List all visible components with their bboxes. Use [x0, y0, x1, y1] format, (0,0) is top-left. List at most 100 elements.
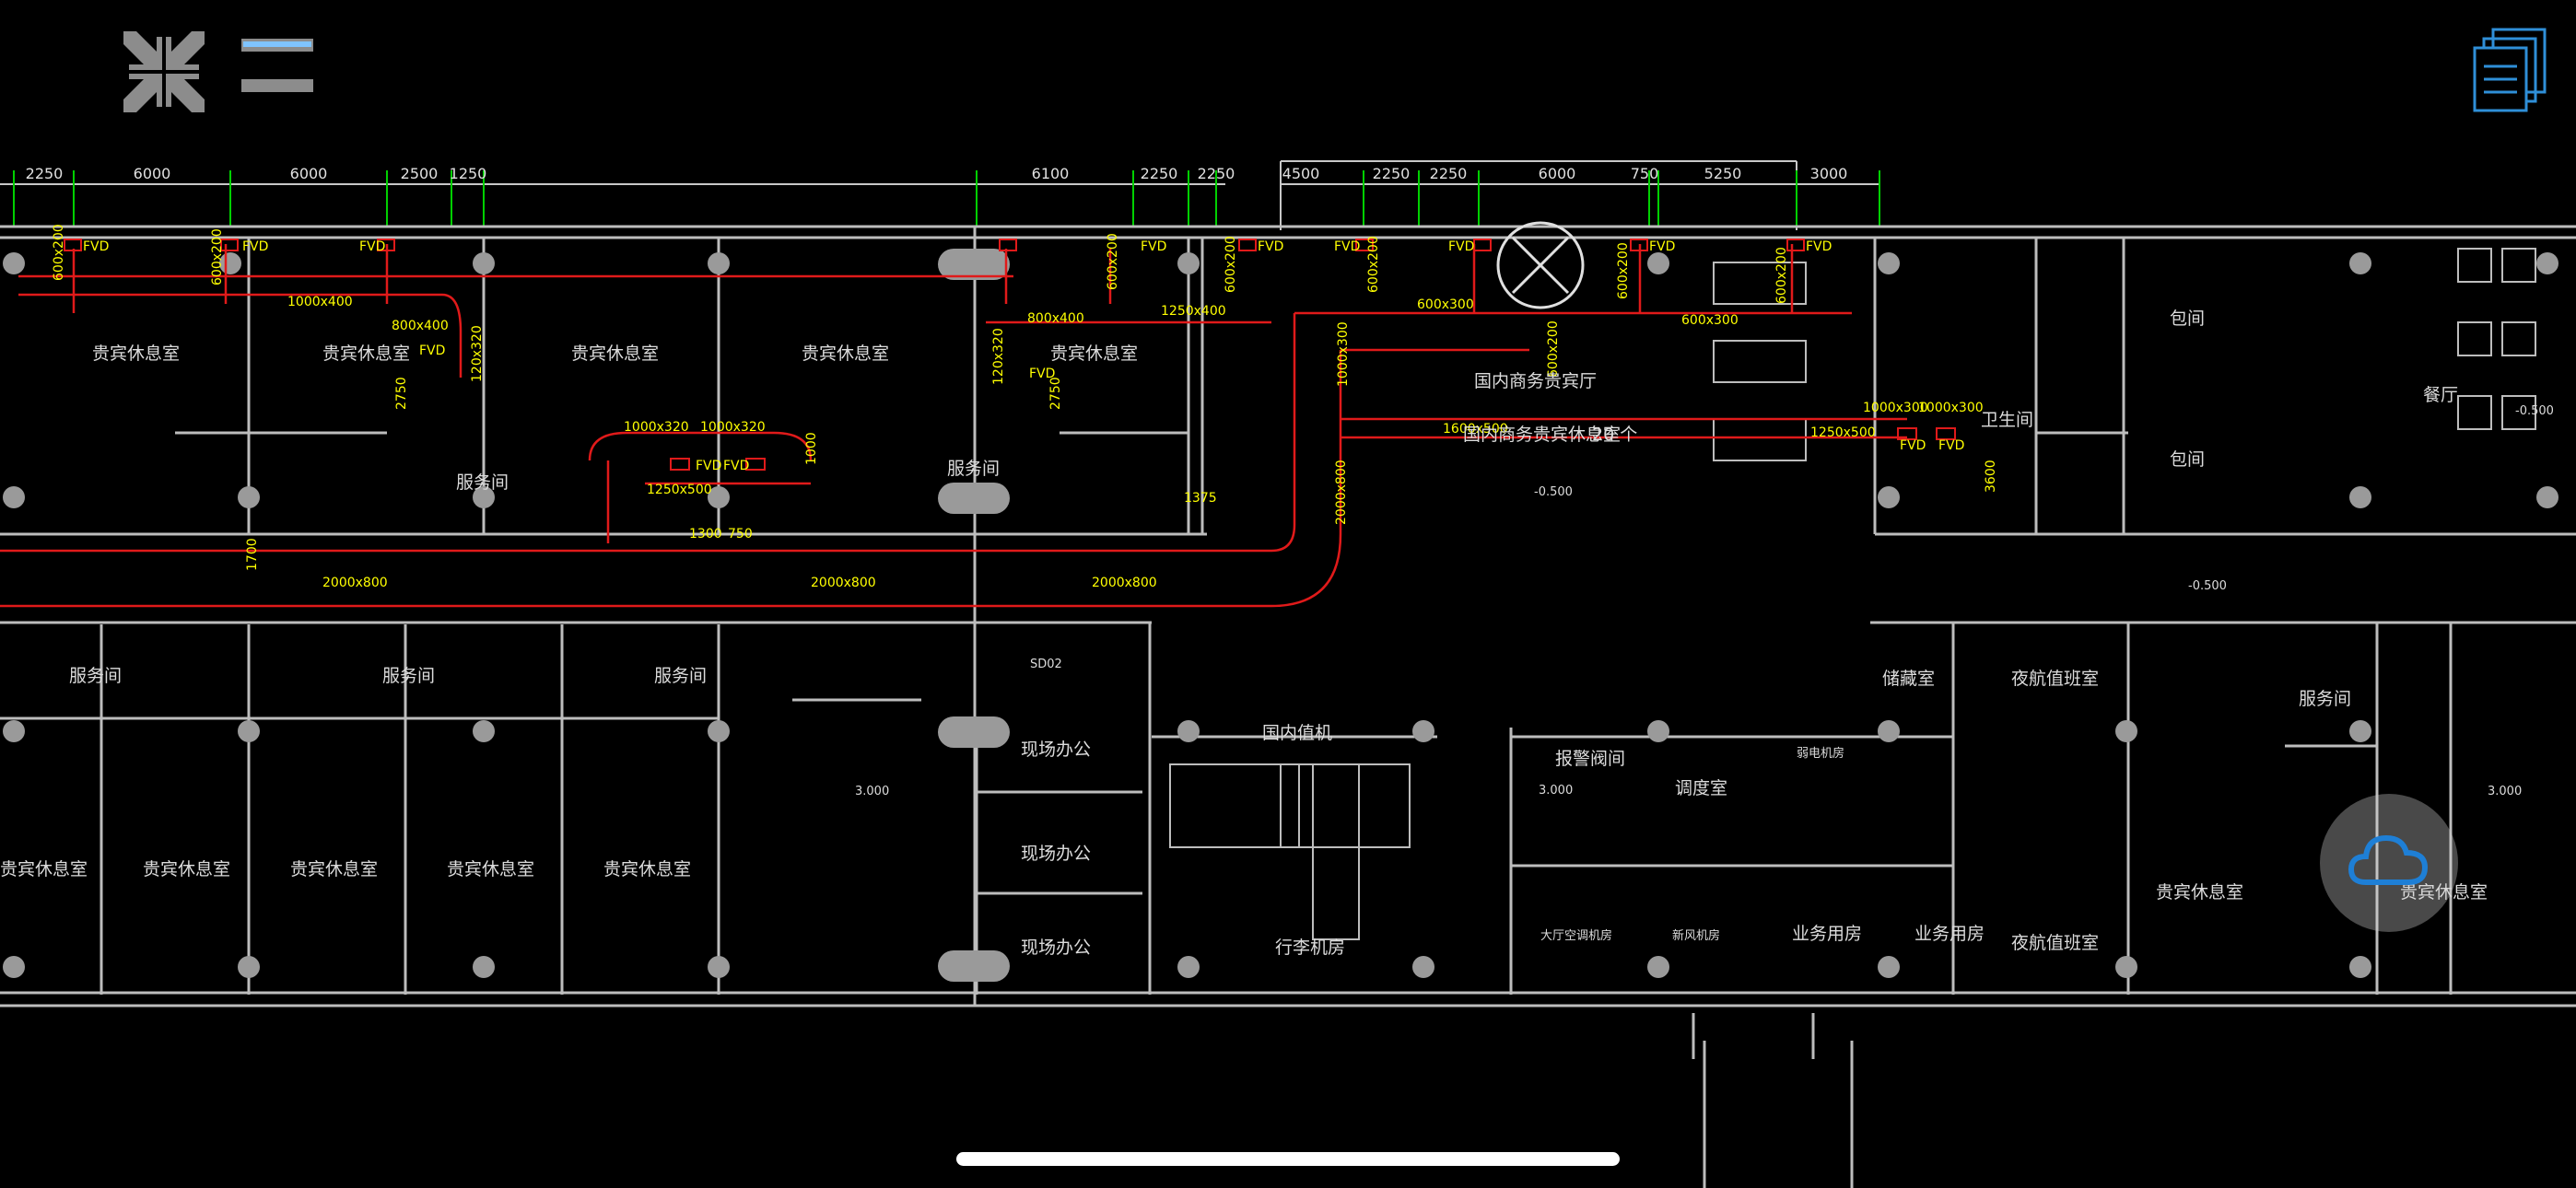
svg-text:贵宾休息室: 贵宾休息室: [2156, 882, 2243, 903]
svg-text:储藏室: 储藏室: [1882, 669, 1935, 689]
svg-text:FVD: FVD: [1938, 438, 1964, 453]
svg-text:600x200: 600x200: [1616, 242, 1631, 299]
dimension-label: 2500: [401, 165, 439, 182]
svg-text:FVD: FVD: [1258, 239, 1283, 254]
svg-text:调度室: 调度室: [1675, 778, 1727, 798]
svg-text:3.000: 3.000: [1539, 784, 1573, 798]
svg-text:2750: 2750: [1048, 377, 1063, 410]
svg-text:贵宾休息室: 贵宾休息室: [0, 859, 88, 879]
svg-text:3.000: 3.000: [2488, 785, 2522, 798]
exit-fullscreen-button[interactable]: [118, 26, 210, 118]
svg-text:弱电机房: 弱电机房: [1797, 746, 1844, 761]
dimension-label: 3000: [1810, 165, 1848, 182]
svg-text:1000x300: 1000x300: [1336, 321, 1351, 387]
svg-text:大厅空调机房: 大厅空调机房: [1540, 928, 1612, 943]
svg-text:3.000: 3.000: [855, 785, 889, 798]
fvd-label: FVD: [83, 239, 109, 254]
cloud-sync-button[interactable]: [2320, 794, 2458, 932]
duct-size-main: 2000x800: [322, 576, 388, 590]
svg-text:-0.500: -0.500: [1534, 485, 1573, 499]
svg-text:贵宾休息室: 贵宾休息室: [571, 344, 659, 364]
dimension-label: 5250: [1704, 165, 1742, 182]
dimension-label: 2250: [1373, 165, 1411, 182]
svg-text:包间: 包间: [2170, 449, 2205, 470]
svg-text:夜航值班室: 夜航值班室: [2011, 669, 2099, 689]
svg-text:600x300: 600x300: [1681, 313, 1739, 328]
restaurant-tables: [1169, 248, 2536, 940]
svg-text:600x300: 600x300: [1417, 297, 1474, 312]
svg-text:FVD: FVD: [1029, 367, 1055, 381]
svg-text:FVD: FVD: [359, 239, 385, 254]
documents-button[interactable]: [2469, 26, 2552, 114]
dimension-label: 2250: [1198, 165, 1235, 182]
svg-text:1250x500: 1250x500: [647, 483, 712, 497]
svg-text:服务间: 服务间: [69, 666, 122, 686]
svg-text:国内商务贵宾厅: 国内商务贵宾厅: [1474, 371, 1597, 391]
svg-text:夜航值班室: 夜航值班室: [2011, 933, 2099, 953]
svg-text:贵宾休息室: 贵宾休息室: [1050, 344, 1138, 364]
svg-text:3600: 3600: [1984, 460, 1998, 493]
room-label: 贵宾休息室: [92, 344, 180, 364]
svg-text:贵宾休息室: 贵宾休息室: [2400, 882, 2488, 903]
svg-text:2000x800: 2000x800: [811, 576, 876, 590]
structural-columns: [3, 249, 2558, 982]
svg-text:国内商务贵宾休息室: 国内商务贵宾休息室: [1463, 425, 1621, 445]
compress-arrows-icon: [123, 31, 205, 112]
room-labels: 贵宾休息室 贵宾休息室 贵宾休息室 贵宾休息室 贵宾休息室 服务间 服务间 国内…: [0, 309, 2488, 958]
svg-text:报警阀间: 报警阀间: [1555, 749, 1625, 769]
svg-text:-0.500: -0.500: [2188, 579, 2227, 593]
dimension-label: 4500: [1282, 165, 1320, 182]
svg-text:国内值机: 国内值机: [1262, 723, 1332, 743]
svg-text:-0.500: -0.500: [2515, 404, 2554, 418]
svg-text:FVD: FVD: [1334, 239, 1360, 254]
svg-text:行李机房: 行李机房: [1275, 938, 1345, 958]
vertical-annotations: 600x200 600x200 600x200 600x200 600x200 …: [52, 224, 1998, 571]
documents-stack-icon: [2473, 28, 2547, 112]
svg-text:600x200: 600x200: [52, 224, 66, 281]
svg-text:包间: 包间: [2170, 309, 2205, 329]
svg-text:服务间: 服务间: [654, 666, 707, 686]
dimension-label: 750: [1631, 165, 1659, 182]
svg-text:贵宾休息室: 贵宾休息室: [143, 859, 230, 879]
svg-text:贵宾休息室: 贵宾休息室: [322, 344, 410, 364]
svg-text:1250x400: 1250x400: [1161, 304, 1226, 319]
building-walls: [0, 225, 2576, 1188]
grid-ticks: [13, 170, 1880, 226]
svg-text:1000x300: 1000x300: [1918, 401, 1984, 415]
svg-text:FVD: FVD: [1448, 239, 1474, 254]
dimension-label: 6000: [134, 165, 171, 182]
svg-text:现场办公: 现场办公: [1021, 740, 1091, 760]
dimension-chain-top: [0, 160, 1879, 230]
svg-text:600x200: 600x200: [1366, 236, 1381, 293]
svg-text:1700: 1700: [245, 538, 260, 571]
svg-text:600x200: 600x200: [1774, 247, 1789, 304]
svg-text:600x200: 600x200: [1224, 236, 1238, 293]
svg-text:120x320: 120x320: [470, 325, 485, 382]
svg-text:贵宾休息室: 贵宾休息室: [447, 859, 534, 879]
svg-text:FVD: FVD: [1900, 438, 1926, 453]
svg-text:服务间: 服务间: [947, 459, 1000, 479]
dimension-label: 6000: [1539, 165, 1576, 182]
home-indicator[interactable]: [956, 1152, 1620, 1166]
svg-text:2750: 2750: [394, 377, 409, 410]
svg-text:新风机房: 新风机房: [1672, 928, 1720, 943]
svg-text:1000x320: 1000x320: [624, 420, 689, 435]
svg-text:1000: 1000: [804, 432, 819, 465]
svg-text:FVD: FVD: [696, 459, 721, 473]
fan-symbol: [1496, 221, 1585, 309]
svg-text:1375: 1375: [1184, 491, 1217, 506]
svg-text:业务用房: 业务用房: [1914, 924, 1985, 944]
svg-text:1600x500: 1600x500: [1443, 422, 1508, 437]
svg-text:贵宾休息室: 贵宾休息室: [603, 859, 691, 879]
dimension-label: 2250: [1141, 165, 1178, 182]
fvd-dampers: [64, 239, 1956, 471]
layers-toggle-button[interactable]: [240, 37, 315, 105]
svg-text:FVD: FVD: [723, 459, 749, 473]
svg-text:FVD: FVD: [1806, 239, 1832, 254]
svg-text:600x200: 600x200: [1546, 320, 1561, 378]
svg-text:现场办公: 现场办公: [1021, 938, 1091, 958]
svg-text:800x400: 800x400: [392, 319, 449, 333]
svg-text:服务间: 服务间: [2299, 689, 2351, 709]
